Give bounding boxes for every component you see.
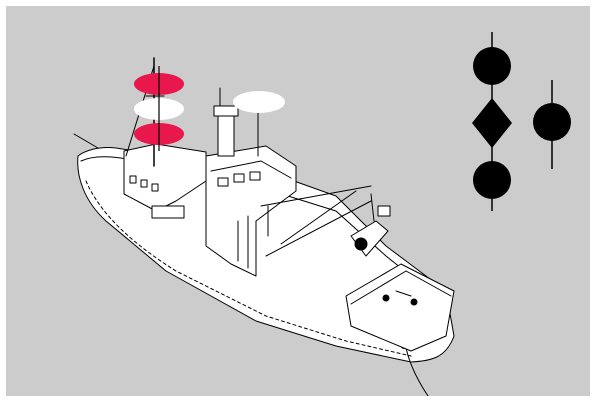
aft-mast-base <box>218 111 234 156</box>
radar-platform <box>214 106 238 116</box>
aft-white-light <box>233 91 285 113</box>
crane-hook-block <box>378 206 390 216</box>
lifeboat <box>152 206 184 218</box>
masthead-lights <box>134 66 184 151</box>
diving-bell-port <box>355 238 367 250</box>
day-shape-left-ball-top <box>473 47 511 85</box>
bollard-1 <box>383 295 389 301</box>
day-shape-left-ball-bottom <box>473 161 511 199</box>
bollard-2 <box>411 299 417 305</box>
ship-signals-diagram <box>6 6 590 396</box>
day-shape-right-ball <box>533 103 571 141</box>
